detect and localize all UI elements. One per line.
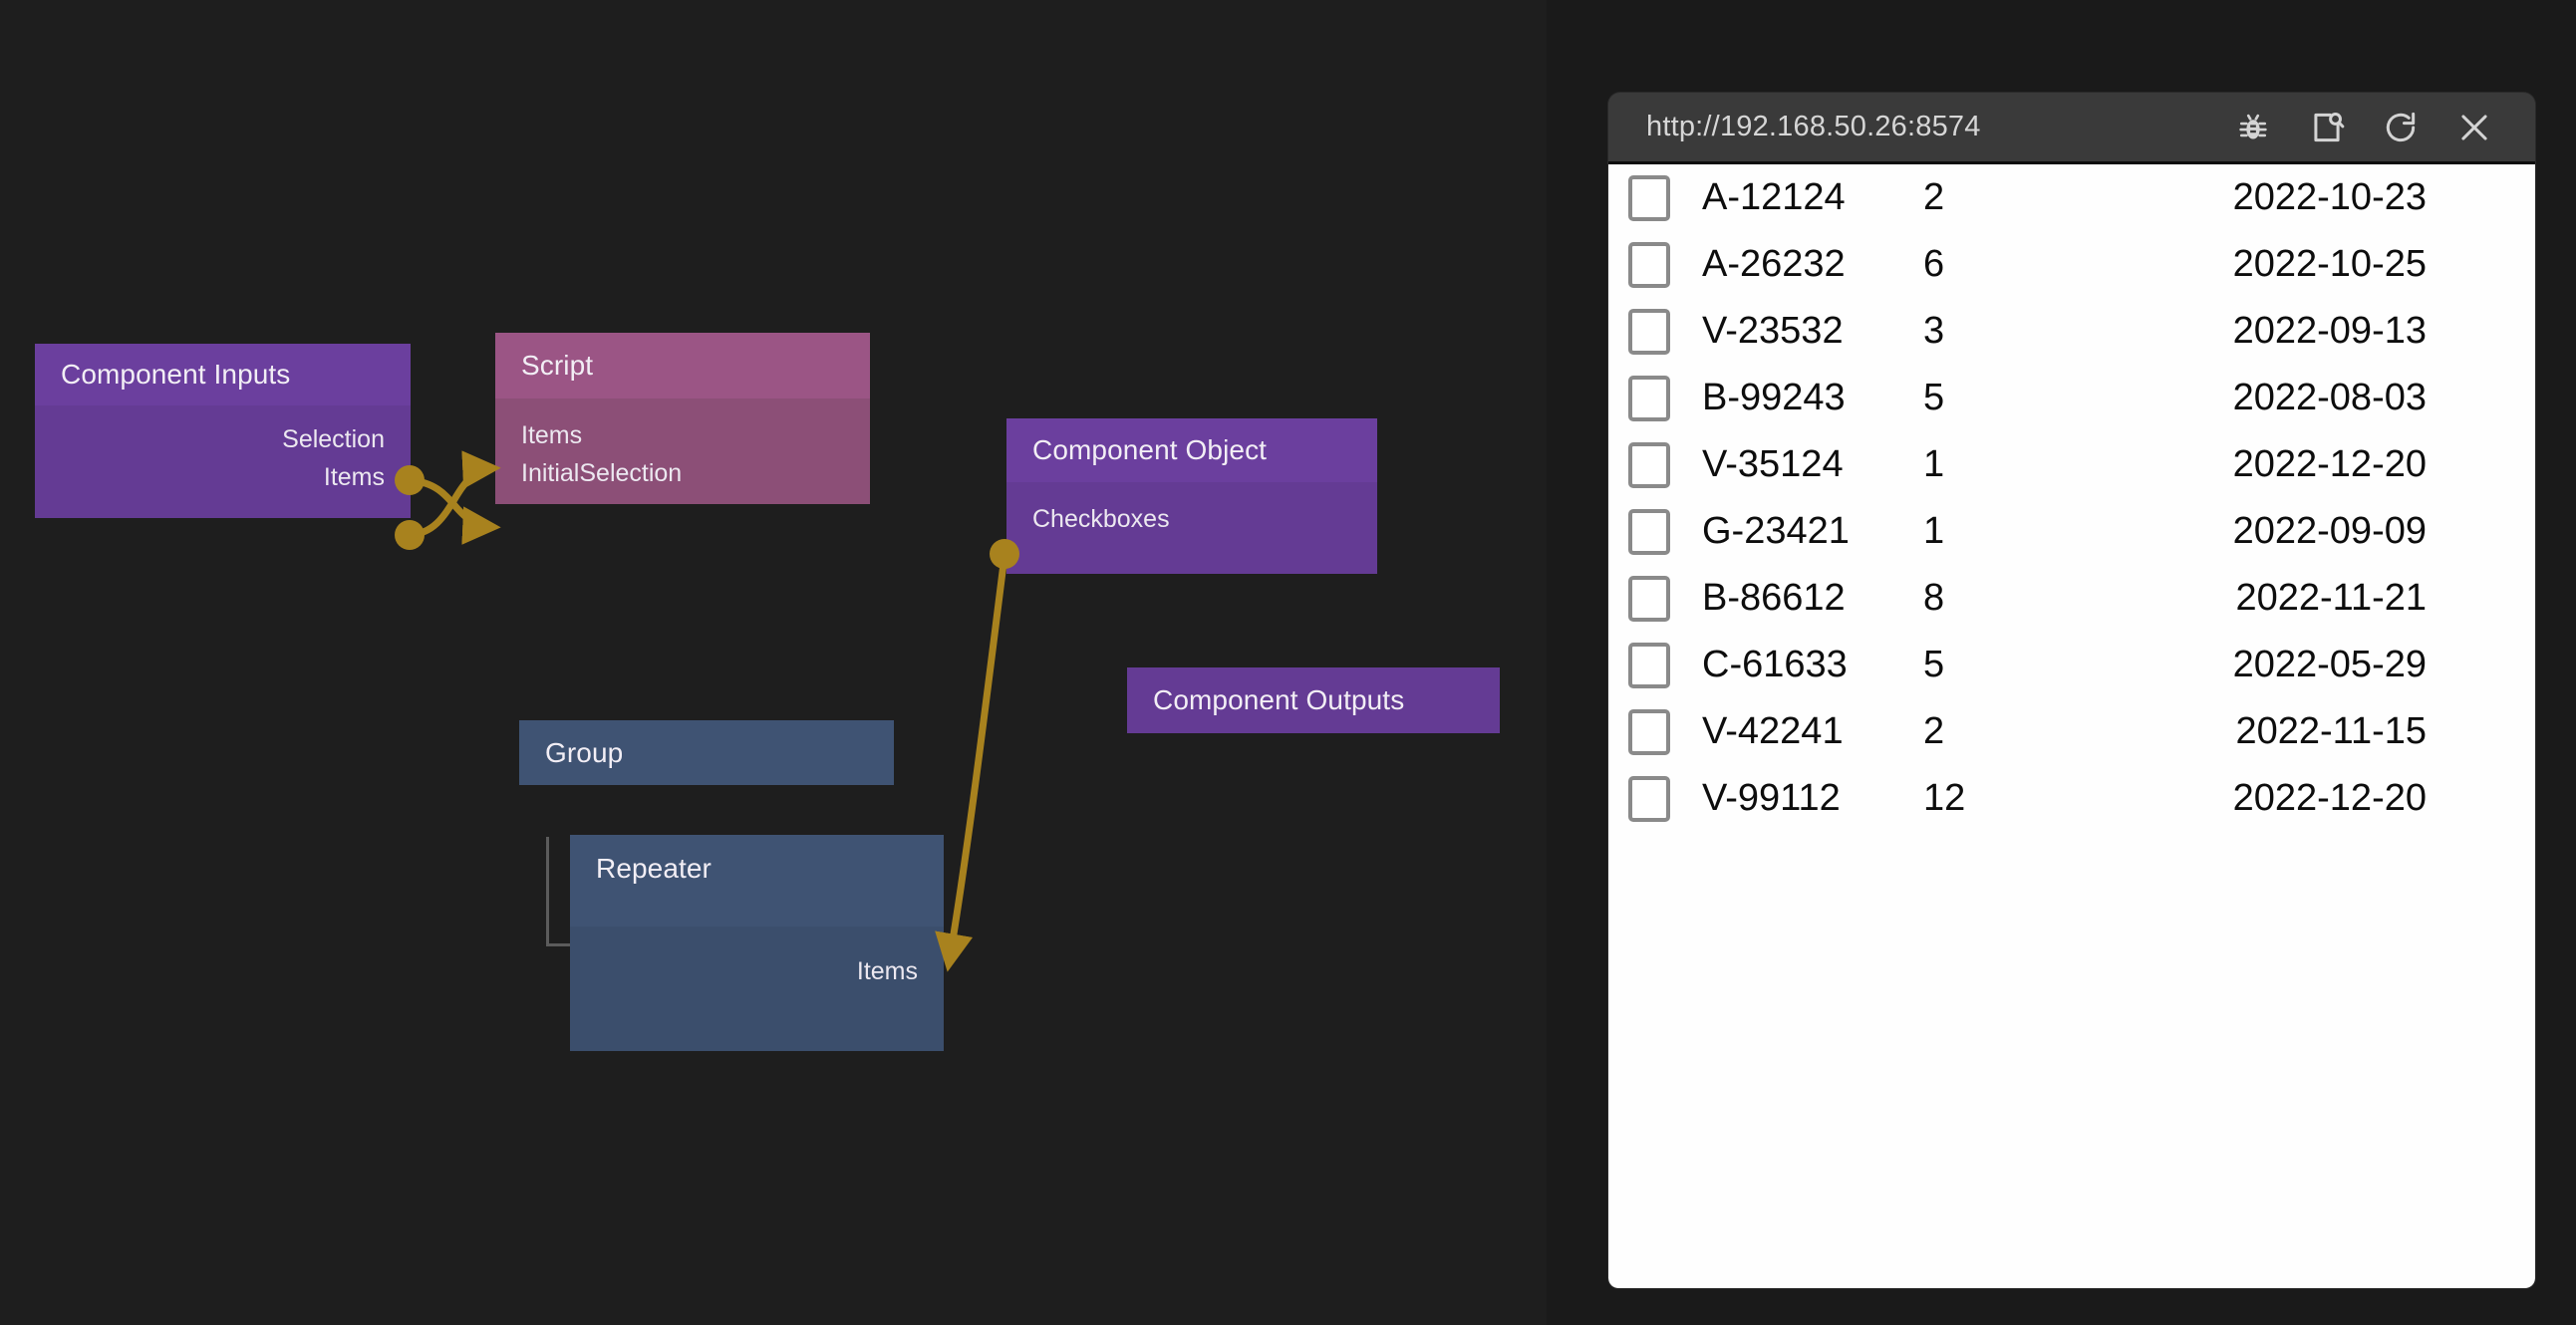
port-label: Items (323, 462, 385, 491)
node-title: Component Outputs (1153, 684, 1405, 715)
cell-id: A-12124 (1702, 176, 1846, 218)
node-ports: Items InitialSelection (495, 398, 870, 504)
port-items[interactable]: Items (495, 416, 870, 454)
reload-icon[interactable] (2374, 101, 2428, 154)
node-title: Repeater (570, 835, 944, 927)
url-display[interactable]: http://192.168.50.26:8574 (1646, 111, 1981, 142)
cell-id: B-99243 (1702, 377, 1846, 418)
cell-date: 2022-11-15 (2235, 710, 2427, 752)
cell-id: V-23532 (1702, 310, 1844, 352)
cell-date: 2022-12-20 (2232, 443, 2427, 485)
node-title: Group (519, 720, 894, 785)
node-component-outputs[interactable]: Component Outputs (1127, 667, 1500, 733)
node-script[interactable]: Script Items InitialSelection (495, 333, 870, 504)
cell-id: A-26232 (1702, 243, 1846, 285)
cell-quantity: 2 (1923, 710, 1945, 752)
cell-date: 2022-08-03 (2232, 377, 2427, 418)
cell-quantity: 12 (1923, 777, 1966, 819)
cell-id: G-23421 (1702, 510, 1850, 552)
cell-date: 2022-11-21 (2235, 577, 2427, 619)
cell-quantity: 5 (1923, 644, 1945, 685)
node-repeater[interactable]: Repeater Items (570, 835, 944, 1051)
cell-quantity: 6 (1923, 243, 1945, 285)
cell-date: 2022-05-29 (2232, 644, 2427, 685)
cell-quantity: 2 (1923, 176, 1945, 218)
node-ports: Items (570, 927, 944, 1051)
row-checkbox[interactable] (1628, 174, 1670, 221)
cell-id: C-61633 (1702, 644, 1848, 685)
node-component-object[interactable]: Component Object Checkboxes (1006, 418, 1377, 574)
row-checkbox[interactable] (1628, 642, 1670, 688)
port-selection[interactable]: Selection (35, 420, 411, 458)
table-row[interactable]: B-86612 8 2022-11-21 (1608, 565, 2535, 632)
row-checkbox[interactable] (1628, 575, 1670, 622)
cell-id: V-42241 (1702, 710, 1844, 752)
row-checkbox[interactable] (1628, 708, 1670, 755)
port-label: Checkboxes (1032, 504, 1170, 533)
node-title: Script (495, 333, 870, 398)
row-checkbox[interactable] (1628, 241, 1670, 288)
table-row[interactable]: V-23532 3 2022-09-13 (1608, 298, 2535, 365)
node-ports: Selection Items (35, 405, 411, 518)
port-checkboxes[interactable]: Checkboxes (1006, 500, 1377, 538)
port-items[interactable]: Items (35, 458, 411, 496)
group-hierarchy-connector (546, 837, 575, 946)
bug-icon[interactable] (2226, 101, 2280, 154)
cell-date: 2022-12-20 (2232, 777, 2427, 819)
port-label: Selection (282, 424, 385, 453)
table-row[interactable]: V-42241 2 2022-11-15 (1608, 698, 2535, 765)
close-icon[interactable] (2447, 101, 2501, 154)
cell-quantity: 3 (1923, 310, 1945, 352)
node-title: Component Object (1006, 418, 1377, 482)
inspect-page-icon[interactable] (2300, 101, 2354, 154)
browser-panel[interactable]: http://192.168.50.26:8574 (1608, 93, 2535, 1288)
node-ports: Checkboxes (1006, 482, 1377, 574)
row-checkbox[interactable] (1628, 375, 1670, 421)
cell-date: 2022-10-23 (2232, 176, 2427, 218)
cell-date: 2022-09-09 (2232, 510, 2427, 552)
cell-date: 2022-09-13 (2232, 310, 2427, 352)
table-row[interactable]: B-99243 5 2022-08-03 (1608, 365, 2535, 431)
port-label: Items (521, 420, 583, 449)
table-row[interactable]: V-35124 1 2022-12-20 (1608, 431, 2535, 498)
cell-id: V-99112 (1702, 777, 1841, 819)
port-label: InitialSelection (521, 458, 683, 487)
table-row[interactable]: C-61633 5 2022-05-29 (1608, 632, 2535, 698)
cell-id: V-35124 (1702, 443, 1844, 485)
cell-quantity: 8 (1923, 577, 1945, 619)
row-checkbox[interactable] (1628, 775, 1670, 822)
node-component-inputs[interactable]: Component Inputs Selection Items (35, 344, 411, 518)
cell-quantity: 1 (1923, 443, 1945, 485)
canvas-left-region (0, 0, 1547, 1325)
cell-quantity: 1 (1923, 510, 1945, 552)
row-checkbox[interactable] (1628, 441, 1670, 488)
cell-date: 2022-10-25 (2232, 243, 2427, 285)
node-title: Component Inputs (35, 344, 411, 405)
cell-id: B-86612 (1702, 577, 1846, 619)
browser-toolbar: http://192.168.50.26:8574 (1608, 93, 2535, 164)
table-row[interactable]: A-26232 6 2022-10-25 (1608, 231, 2535, 298)
port-initialselection[interactable]: InitialSelection (495, 454, 870, 492)
cell-quantity: 5 (1923, 377, 1945, 418)
node-group[interactable]: Group (519, 720, 894, 785)
port-items[interactable]: Items (570, 952, 944, 990)
table-row[interactable]: A-12124 2 2022-10-23 (1608, 164, 2535, 231)
row-checkbox[interactable] (1628, 308, 1670, 355)
port-label: Items (856, 956, 918, 985)
row-checkbox[interactable] (1628, 508, 1670, 555)
table-row[interactable]: G-23421 1 2022-09-09 (1608, 498, 2535, 565)
table-row[interactable]: V-99112 12 2022-12-20 (1608, 765, 2535, 832)
